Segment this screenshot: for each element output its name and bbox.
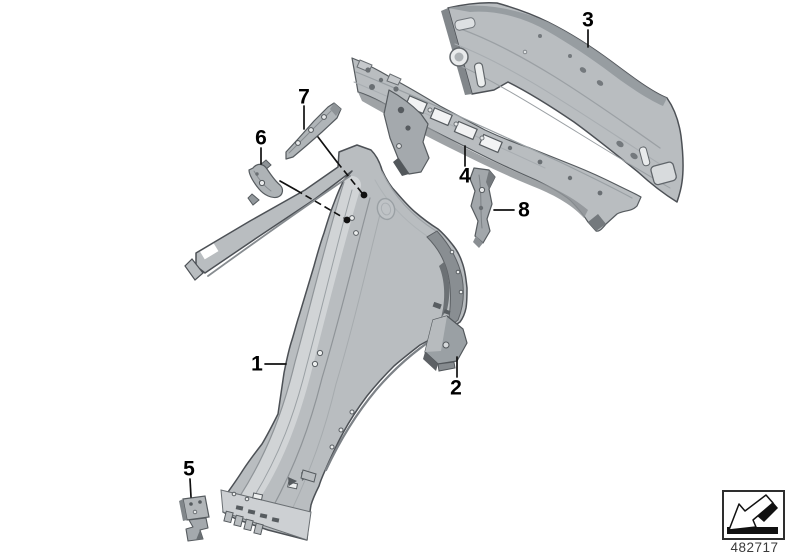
- callout-5[interactable]: 5: [183, 457, 195, 481]
- leader-lines: [189, 29, 589, 498]
- leader-line-5: [189, 478, 192, 498]
- part-6-drawing: [247, 159, 284, 206]
- callout-7[interactable]: 7: [298, 85, 310, 109]
- callout-4[interactable]: 4: [459, 164, 471, 188]
- direction-arrow-icon: [727, 494, 778, 534]
- part-8-drawing: [469, 167, 496, 248]
- callout-6[interactable]: 6: [255, 126, 267, 150]
- part-2-drawing: [423, 315, 468, 372]
- callout-3[interactable]: 3: [582, 8, 594, 32]
- callout-2[interactable]: 2: [450, 376, 462, 400]
- callout-1[interactable]: 1: [251, 352, 263, 376]
- callout-8[interactable]: 8: [518, 198, 530, 222]
- part-1-drawing: [184, 144, 468, 541]
- part-7-drawing: [285, 102, 342, 160]
- locator-line-7: [317, 136, 368, 199]
- diagram-number: 482717: [730, 540, 779, 555]
- part-5-drawing: [179, 495, 210, 542]
- locator-line-6: [279, 180, 351, 224]
- part-3-drawing: [441, 2, 684, 203]
- part-4-drawing: [351, 57, 642, 232]
- direction-arrow-stamp: [722, 490, 785, 540]
